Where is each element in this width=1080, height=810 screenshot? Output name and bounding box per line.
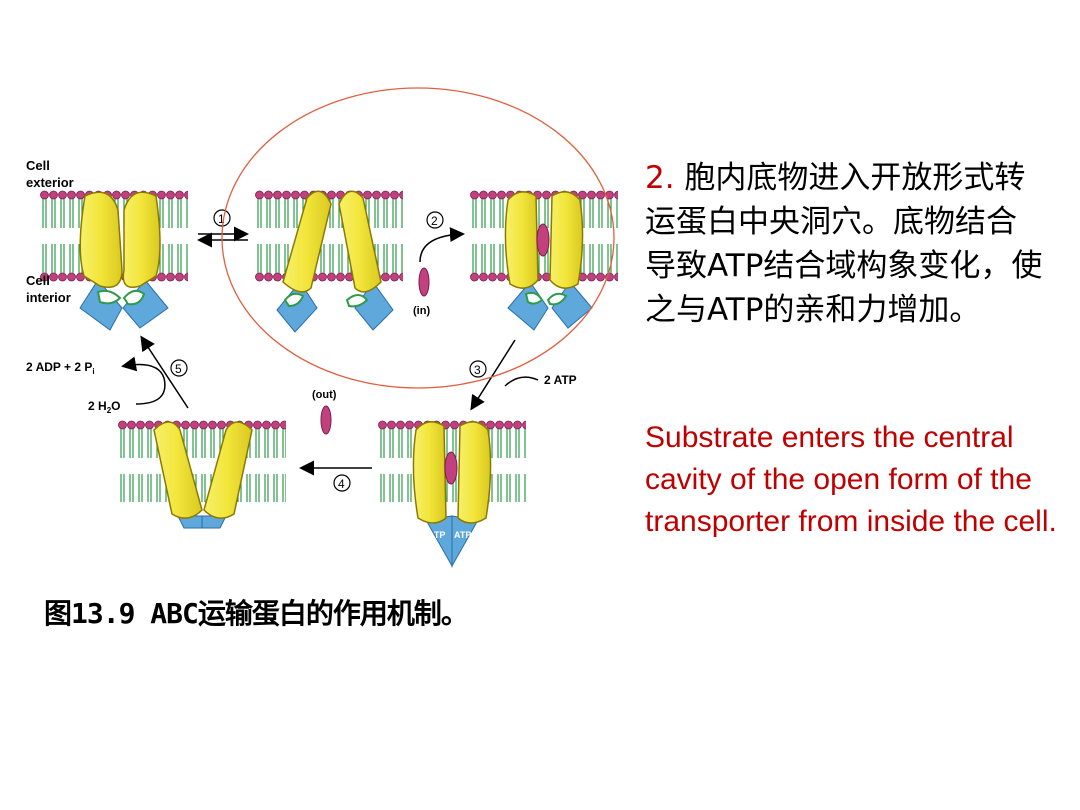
chinese-description-text: 胞内底物进入开放形式转运蛋白中央洞穴。底物结合导致ATP结合域构象变化，使之与A… (645, 160, 1043, 328)
step-3-arrow: 3 2 ATP (469, 339, 577, 411)
figure-caption: 图13.9 ABC运输蛋白的作用机制。 (44, 597, 469, 630)
label-in: (in) (413, 305, 430, 317)
label-2atp: 2 ATP (544, 373, 577, 387)
atp-label-left: ATP (428, 530, 445, 540)
label-h2o: 2 H2O (88, 399, 120, 415)
step-5-arrow: 5 2 ADP + 2 Pi 2 H2O (26, 335, 189, 415)
label-adp: 2 ADP + 2 Pi (26, 360, 95, 376)
cell-exterior-label-line2: exterior (26, 175, 74, 190)
step-5-number: 5 (175, 362, 182, 376)
label-out: (out) (312, 389, 337, 401)
transporter-state-5 (118, 420, 286, 529)
step-4-number: 4 (338, 477, 345, 491)
step-2-arrow: 2 (in) (413, 211, 465, 317)
atp-label-right: ATP (454, 530, 471, 540)
transporter-state-4: ATP ATP (378, 420, 526, 568)
step-1-number: 1 (218, 212, 225, 226)
cell-exterior-label-line1: Cell (26, 158, 50, 173)
step-4-arrow: 4 (out) (299, 389, 372, 492)
transporter-state-2 (255, 190, 403, 333)
cell-interior-label-line1: Cell (26, 273, 50, 288)
english-description: Substrate enters the central cavity of t… (645, 421, 1057, 538)
step-number: 2. (645, 160, 675, 196)
substrate-in (418, 267, 430, 297)
transporter-state-1 (40, 190, 188, 331)
transporter-state-3 (470, 190, 618, 331)
chinese-description: 2. 胞内底物进入开放形式转运蛋白中央洞穴。底物结合导致ATP结合域构象变化，使… (645, 156, 1045, 332)
step-2-number: 2 (431, 214, 438, 228)
step-3-number: 3 (474, 363, 481, 377)
cell-interior-label-line2: interior (26, 290, 71, 305)
highlight-ellipse (221, 87, 615, 389)
substrate-out (320, 405, 332, 435)
abc-transporter-figure: ATP ATP Cell exterior Cell interior 1 2 … (26, 87, 618, 568)
